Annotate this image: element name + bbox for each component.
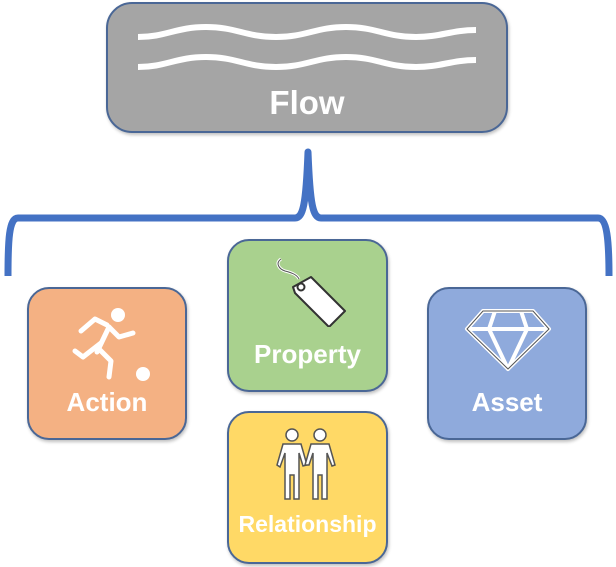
relationship-node: Relationship — [227, 411, 388, 564]
asset-node: Asset — [427, 287, 587, 440]
action-label: Action — [66, 387, 148, 417]
flow-label: Flow — [269, 84, 345, 121]
flow-node: Flow — [106, 2, 508, 133]
waves-icon — [137, 23, 477, 71]
property-label: Property — [254, 339, 361, 369]
running-person-ball-icon — [72, 308, 150, 381]
action-node: Action — [27, 287, 187, 440]
price-tag-icon — [276, 257, 346, 327]
relationship-label: Relationship — [238, 511, 377, 537]
property-node: Property — [227, 239, 388, 392]
two-people-holding-hands-icon — [276, 428, 336, 500]
asset-label: Asset — [471, 387, 543, 417]
diamond-icon — [465, 309, 551, 371]
